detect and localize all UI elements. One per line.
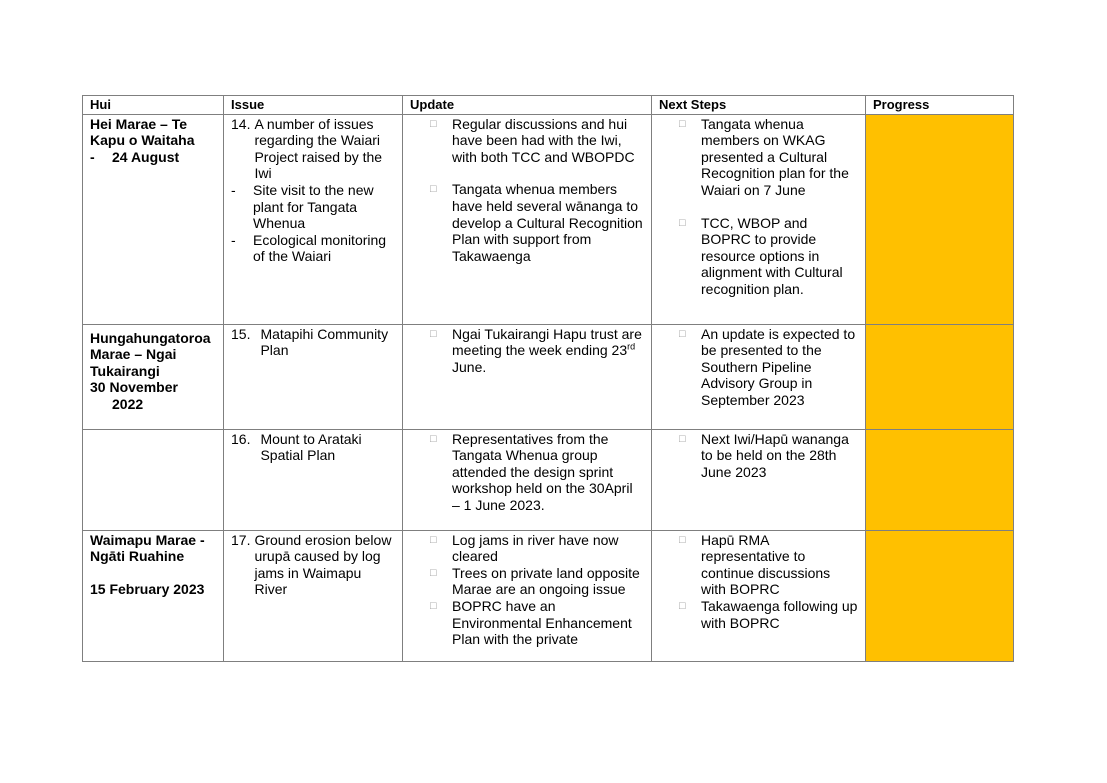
progress-cell xyxy=(865,428,1014,531)
hui-cell: Hei Marae – Te Kapu o Waitaha -24 August xyxy=(82,113,224,325)
box-bullet-icon: □ xyxy=(679,533,686,546)
header-progress: Progress xyxy=(865,95,1014,115)
issue-subitem: - Ecological monitoring of the Waiari xyxy=(231,231,387,265)
box-bullet-icon: □ xyxy=(679,432,686,445)
table-row: 16. Mount to Arataki Spatial Plan □ Repr… xyxy=(82,428,1014,531)
list-item: □ Regular discussions and hui have been … xyxy=(410,116,644,166)
issue-cell: 14. A number of issues regarding the Wai… xyxy=(223,113,403,325)
table-header-row: Hui Issue Update Next Steps Progress xyxy=(82,95,1014,115)
list-item: □ Representatives from the Tangata Whenu… xyxy=(410,431,644,514)
list-item: □ BOPRC have an Environmental Enhancemen… xyxy=(410,598,644,648)
header-hui: Hui xyxy=(82,95,224,115)
progress-cell xyxy=(865,113,1014,325)
next-steps-cell: □ Next Iwi/Hapū wananga to be held on th… xyxy=(651,428,866,531)
box-bullet-icon: □ xyxy=(679,327,686,340)
list-item: □ Tangata whenua members on WKAG present… xyxy=(659,116,858,199)
issue-cell: 17. Ground erosion below urupā caused by… xyxy=(223,529,403,662)
list-item: □ TCC, WBOP and BOPRC to provide resourc… xyxy=(659,215,858,298)
hui-cell xyxy=(82,428,224,531)
box-bullet-icon: □ xyxy=(679,117,686,130)
update-cell: □ Representatives from the Tangata Whenu… xyxy=(402,428,652,531)
list-item: □ An update is expected to be presented … xyxy=(659,326,858,409)
header-next-steps: Next Steps xyxy=(651,95,866,115)
box-bullet-icon: □ xyxy=(430,533,437,546)
update-cell: □ Ngai Tukairangi Hapu trust are meeting… xyxy=(402,323,652,430)
box-bullet-icon: □ xyxy=(430,432,437,445)
issue-cell: 16. Mount to Arataki Spatial Plan xyxy=(223,428,403,531)
issue-item: 16. Mount to Arataki Spatial Plan xyxy=(231,430,362,464)
table-row: Hungahungatoroa Marae – Ngai Tukairangi … xyxy=(82,323,1014,430)
box-bullet-icon: □ xyxy=(430,599,437,612)
list-item: □ Ngai Tukairangi Hapu trust are meeting… xyxy=(410,326,644,376)
list-item: □ Tangata whenua members have held sever… xyxy=(410,181,644,264)
issue-subitem: - Site visit to the new plant for Tangat… xyxy=(231,181,374,232)
list-item: □ Next Iwi/Hapū wananga to be held on th… xyxy=(659,431,858,481)
box-bullet-icon: □ xyxy=(430,183,437,196)
next-steps-cell: □ Hapū RMA representative to continue di… xyxy=(651,529,866,662)
table-row: Waimapu Marae - Ngāti Ruahine 15 Februar… xyxy=(82,529,1014,662)
table-row: Hei Marae – Te Kapu o Waitaha -24 August… xyxy=(82,113,1014,325)
list-item: □ Hapū RMA representative to continue di… xyxy=(659,532,858,598)
hui-cell: Waimapu Marae - Ngāti Ruahine 15 Februar… xyxy=(82,529,224,662)
issue-item: 15. Matapihi Community Plan xyxy=(231,325,389,359)
issue-item: 14. A number of issues regarding the Wai… xyxy=(231,115,383,182)
hui-cell: Hungahungatoroa Marae – Ngai Tukairangi … xyxy=(82,323,224,430)
progress-cell xyxy=(865,323,1014,430)
hui-progress-table: Hui Issue Update Next Steps Progress Hei… xyxy=(82,95,1014,662)
update-cell: □ Regular discussions and hui have been … xyxy=(402,113,652,325)
box-bullet-icon: □ xyxy=(430,566,437,579)
update-cell: □ Log jams in river have now cleared □ T… xyxy=(402,529,652,662)
next-steps-cell: □ Tangata whenua members on WKAG present… xyxy=(651,113,866,325)
next-steps-cell: □ An update is expected to be presented … xyxy=(651,323,866,430)
issue-item: 17. Ground erosion below urupā caused by… xyxy=(231,531,392,598)
box-bullet-icon: □ xyxy=(679,599,686,612)
list-item: □ Log jams in river have now cleared xyxy=(410,532,644,565)
header-update: Update xyxy=(402,95,652,115)
list-item: □ Trees on private land opposite Marae a… xyxy=(410,565,644,598)
issue-cell: 15. Matapihi Community Plan xyxy=(223,323,403,430)
box-bullet-icon: □ xyxy=(430,117,437,130)
header-issue: Issue xyxy=(223,95,403,115)
box-bullet-icon: □ xyxy=(430,327,437,340)
box-bullet-icon: □ xyxy=(679,216,686,229)
progress-cell xyxy=(865,529,1014,662)
list-item: □ Takawaenga following up with BOPRC xyxy=(659,598,858,631)
